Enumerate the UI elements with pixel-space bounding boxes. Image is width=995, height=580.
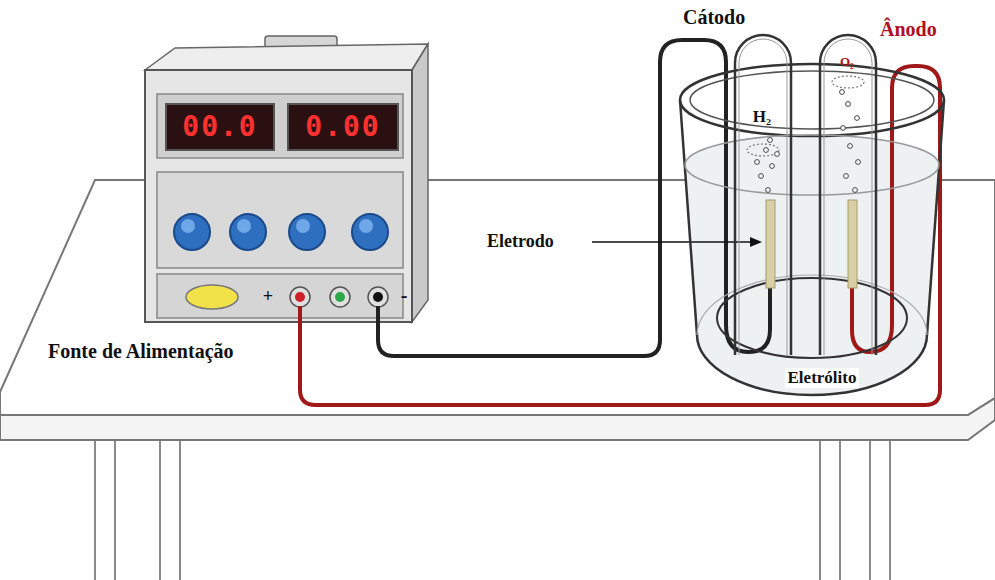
- test-tube: O₂: [820, 35, 876, 355]
- beaker: Eletrólito H₂ O₂: [675, 28, 950, 403]
- test-tube-outline: [735, 35, 791, 355]
- terminal-sign: -: [401, 284, 408, 307]
- electrode-label: Cátodo: [683, 6, 745, 29]
- gas-label: O₂: [840, 55, 854, 70]
- test-tube: H₂: [735, 35, 791, 355]
- test-tube-outline: [820, 35, 876, 355]
- table-legs: [95, 440, 890, 580]
- leader-line: [592, 241, 752, 243]
- beaker-outline: [675, 28, 950, 403]
- power-supply: [145, 36, 428, 322]
- device-label: Fonte de Alimentação: [48, 340, 234, 363]
- display-screen: 0.00: [287, 103, 399, 151]
- gas-label: H₂: [753, 107, 771, 127]
- electrolyte-label: Eletrólito: [785, 368, 860, 388]
- terminal-sign: +: [263, 286, 273, 307]
- callout-label: Eletrodo: [487, 231, 554, 252]
- electrolyte-liquid: [685, 135, 939, 395]
- display-screen: 00.0: [165, 103, 275, 151]
- display-reading: 00.0: [182, 111, 257, 143]
- electrode-label: Ânodo: [880, 18, 937, 41]
- arrow-head: [750, 237, 762, 247]
- cathode-wire: [378, 40, 770, 356]
- display-reading: 0.00: [305, 111, 380, 143]
